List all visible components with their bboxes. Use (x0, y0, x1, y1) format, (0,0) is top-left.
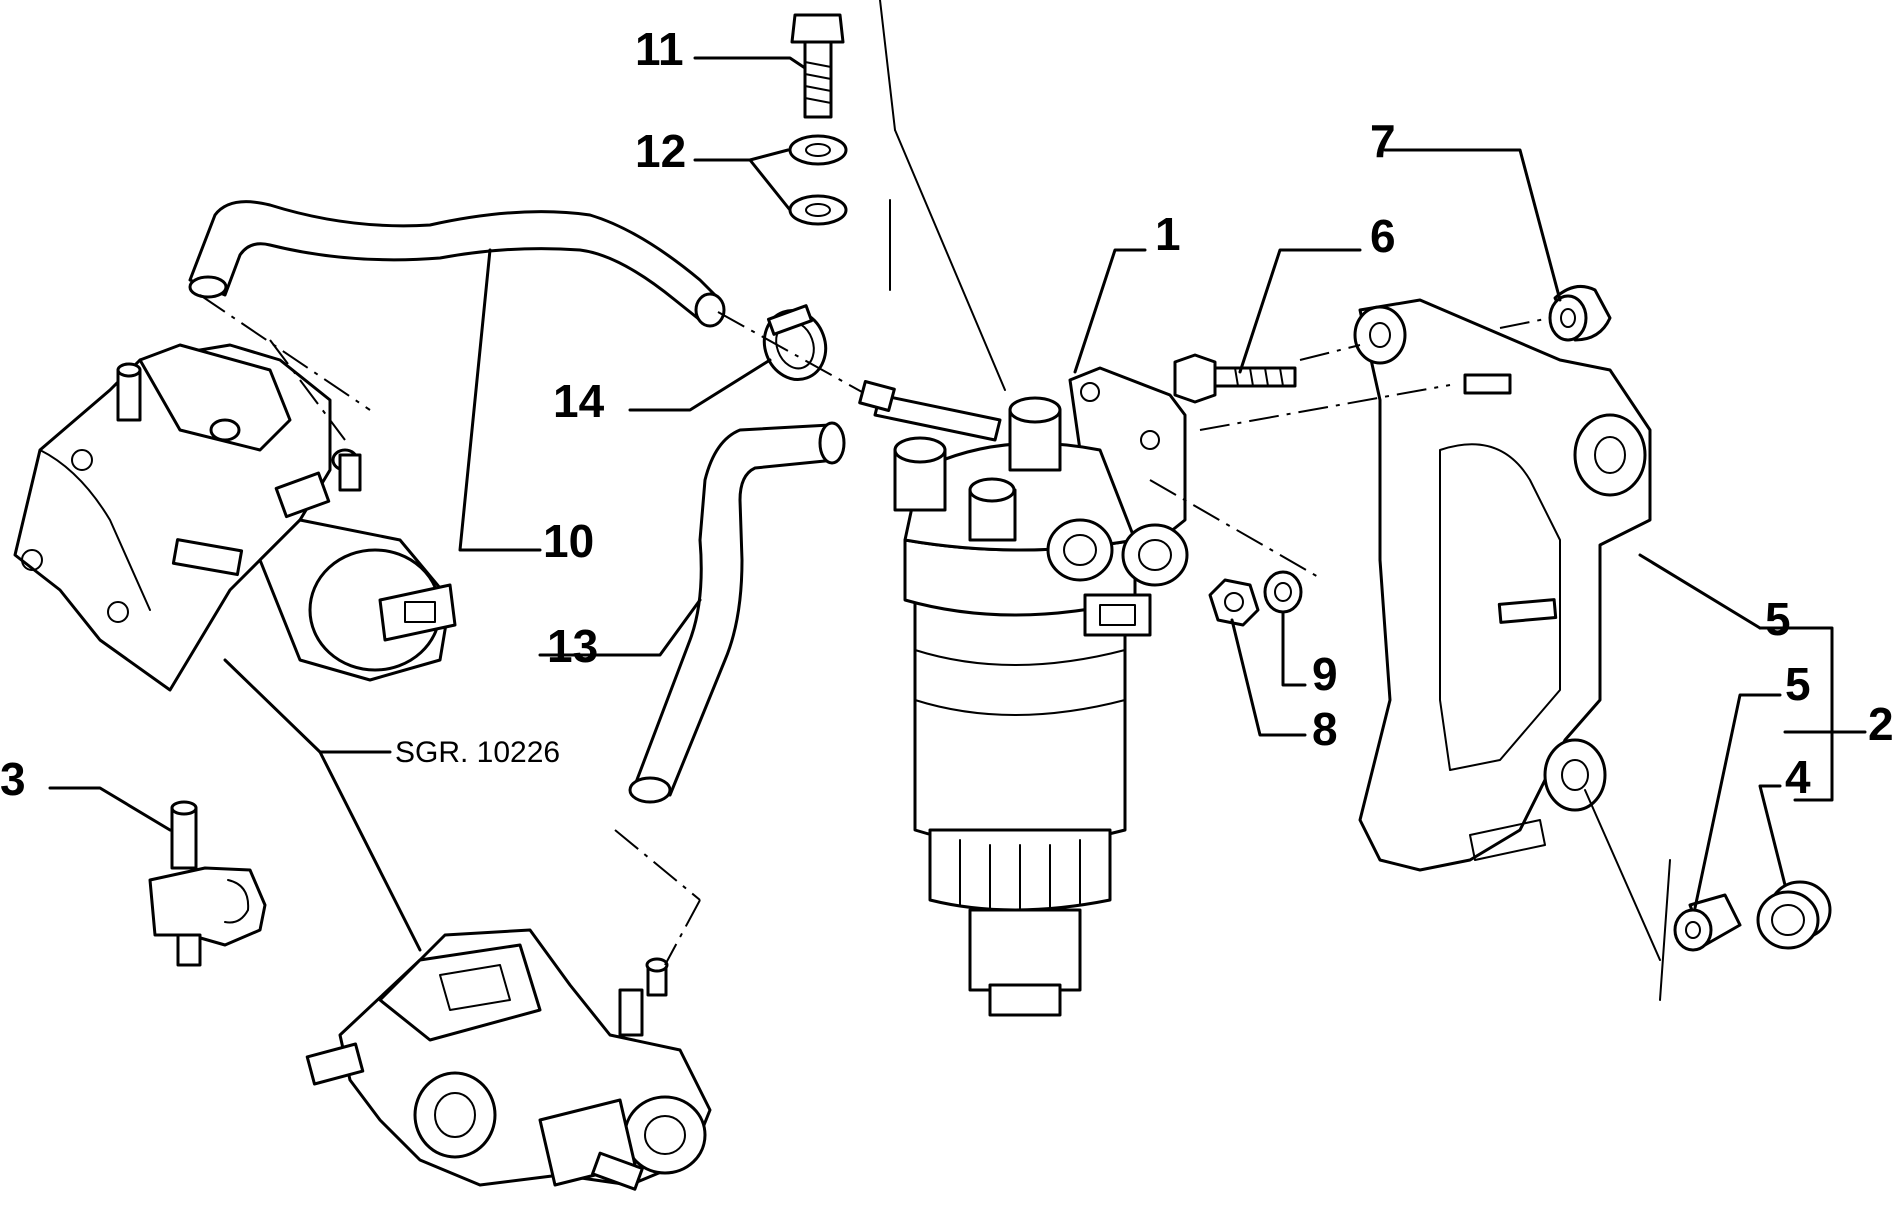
leader-lines (48, 56, 1867, 952)
part-14-hose-clamp (762, 304, 828, 381)
callout-6: 6 (1370, 210, 1396, 262)
callout-9: 9 (1312, 648, 1338, 700)
part-11-bolt (790, 13, 845, 119)
callout-12: 12 (635, 125, 686, 177)
callout-8: 8 (1312, 703, 1338, 755)
callout-13: 13 (547, 620, 598, 672)
callout-1: 1 (1155, 208, 1181, 260)
callout-11: 11 (635, 23, 684, 75)
alignment-lines (199, 0, 1671, 1001)
part-2-mounting-bracket (1353, 298, 1652, 872)
callout-4: 4 (1785, 751, 1811, 803)
part-13-lower-hose (628, 421, 846, 804)
part-3-sensor (148, 800, 267, 967)
part-8-nut (1208, 578, 1260, 627)
callout-3: 3 (0, 753, 26, 805)
part-5-bushing-lower (1673, 893, 1742, 952)
callout-2: 2 (1868, 698, 1894, 750)
part-1-fuel-filter (858, 366, 1189, 1017)
part-12-washers (788, 134, 848, 226)
callout-5-lower: 5 (1785, 658, 1811, 710)
injection-pump-context (13, 343, 457, 692)
fuel-valve-context (305, 928, 712, 1191)
callout-7: 7 (1370, 115, 1396, 167)
part-7-bushing (1548, 284, 1612, 342)
reference-label: SGR. 10226 (395, 736, 560, 769)
part-9-washer (1263, 570, 1303, 614)
part-6-screw (1173, 353, 1297, 404)
callouts: 11 12 14 10 13 1 6 7 9 8 5 2 5 4 3 SGR. … (0, 23, 1894, 805)
callout-5-upper: 5 (1765, 593, 1791, 645)
callout-10: 10 (543, 515, 594, 567)
callout-14: 14 (553, 375, 605, 427)
part-4-grommet (1756, 880, 1832, 950)
part-10-upper-hose (188, 200, 726, 328)
